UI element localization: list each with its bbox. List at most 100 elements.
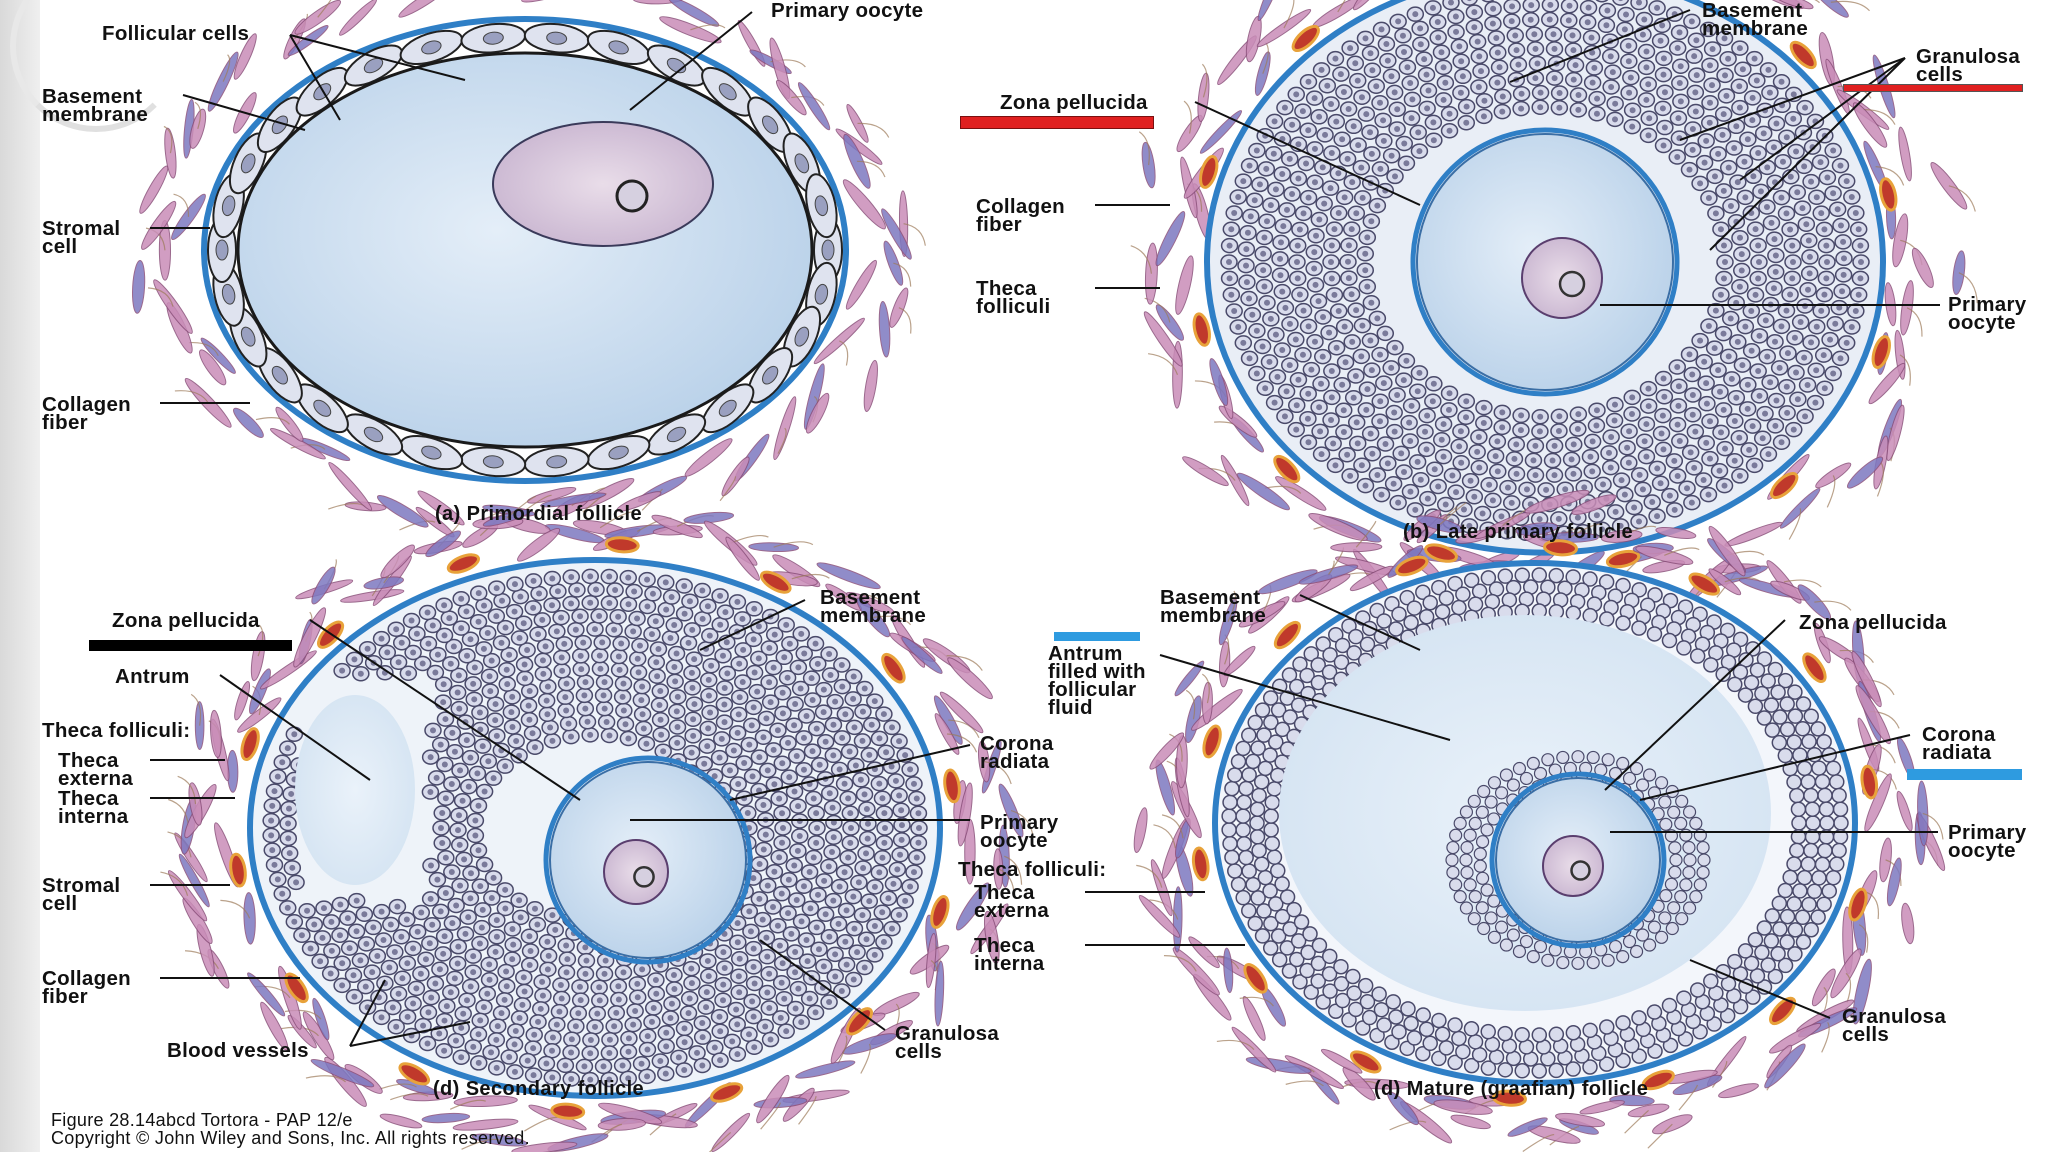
granulosa-cell <box>1346 645 1362 661</box>
granulosa-nucleus <box>572 626 579 633</box>
granulosa-nucleus <box>1271 399 1278 406</box>
granulosa-nucleus <box>488 895 495 902</box>
granulosa-nucleus <box>704 603 711 610</box>
granulosa-nucleus <box>820 709 827 716</box>
granulosa-nucleus <box>587 1050 594 1057</box>
granulosa-nucleus <box>797 685 804 692</box>
granulosa-nucleus <box>656 701 663 708</box>
granulosa-cell <box>1388 1009 1404 1025</box>
granulosa-nucleus <box>575 1010 582 1017</box>
granulosa-nucleus <box>1474 448 1481 455</box>
granulosa-nucleus <box>1773 397 1780 404</box>
granulosa-nucleus <box>791 788 798 795</box>
granulosa-cell <box>1385 994 1402 1010</box>
follicular-cell-nucleus <box>271 365 288 385</box>
granulosa-cell <box>1290 933 1307 949</box>
stromal-cell <box>425 530 462 558</box>
granulosa-nucleus <box>502 763 509 770</box>
granulosa-nucleus <box>1688 18 1695 25</box>
granulosa-cell <box>1754 685 1770 702</box>
granulosa-nucleus <box>561 640 568 647</box>
granulosa-cell <box>1384 1034 1400 1050</box>
corona-radiata-cell <box>1468 816 1482 831</box>
granulosa-nucleus <box>1756 259 1762 265</box>
granulosa-cell <box>1514 1026 1530 1043</box>
granulosa-nucleus <box>405 670 412 677</box>
granulosa-nucleus <box>1712 210 1719 217</box>
granulosa-nucleus <box>793 753 800 760</box>
granulosa-nucleus <box>1804 382 1811 389</box>
blood-vessel <box>881 652 906 684</box>
granulosa-nucleus <box>307 945 314 952</box>
granulosa-nucleus <box>1261 283 1268 290</box>
granulosa-nucleus <box>663 1043 670 1050</box>
granulosa-nucleus <box>832 973 839 980</box>
corona-radiata-cell <box>1696 840 1710 855</box>
granulosa-nucleus <box>1317 428 1324 435</box>
collagen-fiber <box>1783 579 1822 588</box>
granulosa-nucleus <box>795 664 802 671</box>
granulosa-nucleus <box>1550 31 1557 38</box>
granulosa-cell <box>1790 801 1807 818</box>
granulosa-cell <box>1303 984 1319 1000</box>
granulosa-nucleus <box>470 969 477 976</box>
granulosa-nucleus <box>1280 223 1287 230</box>
label-d-theca-interna: Theca interna <box>974 934 1045 975</box>
collagen-fiber <box>708 1131 732 1152</box>
granulosa-nucleus <box>1707 99 1714 106</box>
collagen-fiber <box>1821 1021 1830 1053</box>
stromal-cell <box>1223 645 1256 677</box>
granulosa-cell <box>1764 722 1781 738</box>
granulosa-nucleus <box>537 1005 544 1012</box>
granulosa-cell <box>1373 1001 1390 1018</box>
granulosa-nucleus <box>606 600 613 607</box>
granulosa-cell <box>1786 774 1802 790</box>
granulosa-nucleus <box>851 925 858 932</box>
slide-decoration-arc <box>10 0 182 132</box>
granulosa-nucleus <box>1318 451 1325 458</box>
granulosa-nucleus <box>1692 428 1699 435</box>
granulosa-nucleus <box>1320 314 1327 321</box>
granulosa-nucleus <box>1352 60 1359 67</box>
corona-radiata-cell <box>1665 921 1679 936</box>
granulosa-nucleus <box>1463 103 1470 110</box>
granulosa-nucleus <box>1565 17 1572 24</box>
granulosa-nucleus <box>577 652 584 659</box>
granulosa-nucleus <box>562 1062 569 1069</box>
follicular-cell-nucleus <box>221 195 236 217</box>
granulosa-cell <box>1615 1015 1631 1031</box>
granulosa-cell <box>1241 863 1257 879</box>
granulosa-nucleus <box>475 1031 482 1038</box>
granulosa-nucleus <box>1643 453 1650 460</box>
label-c-blood-vessels: Blood vessels <box>167 1039 309 1062</box>
granulosa-nucleus <box>1374 315 1381 322</box>
corona-radiata-cell <box>1475 871 1490 885</box>
granulosa-nucleus <box>836 883 843 890</box>
granulosa-nucleus <box>681 610 688 617</box>
granulosa-nucleus <box>487 688 494 695</box>
granulosa-nucleus <box>1751 55 1758 62</box>
collagen-fiber <box>1337 0 1346 13</box>
granulosa-nucleus <box>1537 104 1544 111</box>
granulosa-cell <box>1333 976 1350 992</box>
granulosa-cell <box>1795 696 1812 712</box>
granulosa-nucleus <box>516 1015 523 1022</box>
granulosa-nucleus <box>506 651 513 658</box>
granulosa-nucleus <box>606 732 613 739</box>
granulosa-nucleus <box>1659 22 1666 29</box>
stromal-cell <box>1133 807 1148 853</box>
stromal-cell <box>1879 837 1892 883</box>
stromal-cell <box>725 536 760 581</box>
granulosa-nucleus <box>1311 338 1318 345</box>
granulosa-nucleus <box>563 707 570 714</box>
granulosa-cell <box>1631 620 1647 636</box>
granulosa-nucleus <box>442 889 449 896</box>
label-c-collagen-fiber: Collagen fiber <box>42 967 131 1008</box>
granulosa-nucleus <box>717 1028 724 1035</box>
granulosa-nucleus <box>1848 193 1855 200</box>
granulosa-nucleus <box>1727 315 1734 322</box>
granulosa-nucleus <box>1295 175 1302 182</box>
granulosa-nucleus <box>1440 64 1447 71</box>
granulosa-nucleus <box>410 649 417 656</box>
blood-vessel <box>550 1102 586 1120</box>
